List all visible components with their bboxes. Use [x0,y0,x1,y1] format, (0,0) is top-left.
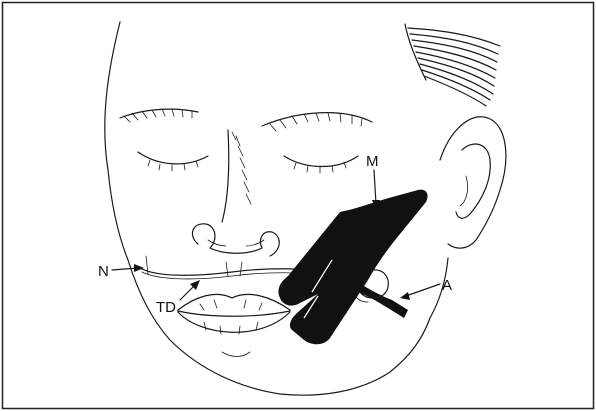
pointer-a [406,284,440,296]
nose-bridge-shading [232,132,251,204]
left-eyebrow [120,109,198,118]
ear [440,117,506,248]
left-eyebrow-hatch [124,109,192,122]
label-m: M [366,153,379,170]
left-eye-lashes [148,160,198,171]
lip-line [178,311,290,316]
nostril-left [208,240,226,246]
philtrum [226,262,242,276]
left-eye [138,152,208,164]
label-td: TD [156,299,176,316]
pointer-m [374,170,376,204]
figure-frame [3,3,594,409]
nose-side [222,130,229,222]
mask-device [278,190,427,345]
ear-detail [460,176,468,206]
label-n: N [98,263,109,280]
pointer-n-head [134,264,144,272]
ear-inner [456,144,490,218]
lower-lip [178,312,290,332]
chin-mark [222,352,250,357]
nose-base [192,224,279,256]
right-eyebrow-hatch [270,113,362,131]
hair-strokes [405,24,500,106]
label-a: A [442,277,452,294]
pointer-a-head [400,292,410,300]
upper-lip [178,294,290,310]
